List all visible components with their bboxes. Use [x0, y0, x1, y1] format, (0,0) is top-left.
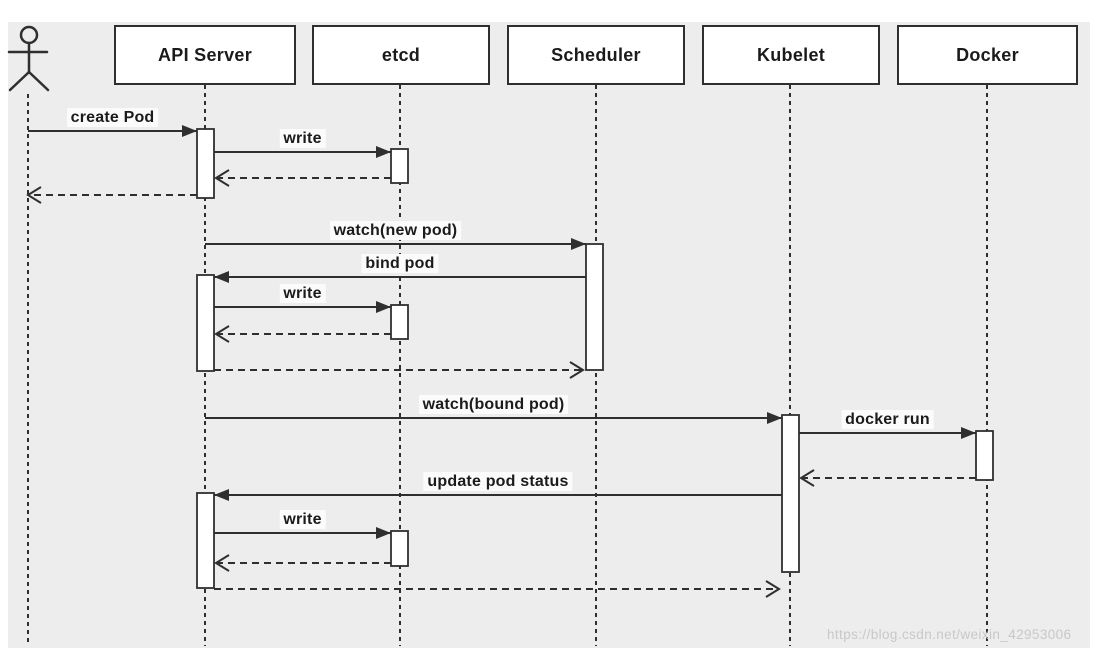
participant-etcd: etcd: [312, 25, 490, 85]
participant-api-server: API Server: [114, 25, 296, 85]
activation-bar: [196, 492, 215, 589]
participant-docker: Docker: [897, 25, 1078, 85]
activation-bar: [196, 128, 215, 199]
participant-scheduler: Scheduler: [507, 25, 685, 85]
activation-bar: [390, 530, 409, 567]
actor-icon: [7, 25, 50, 92]
activation-bar: [390, 304, 409, 340]
watermark: https://blog.csdn.net/weixin_42953006: [827, 627, 1072, 642]
activation-bar: [585, 243, 604, 371]
participant-kubelet: Kubelet: [702, 25, 880, 85]
activation-bar: [196, 274, 215, 372]
activation-bar: [781, 414, 800, 573]
activation-bar: [975, 430, 994, 481]
activation-bar: [390, 148, 409, 184]
